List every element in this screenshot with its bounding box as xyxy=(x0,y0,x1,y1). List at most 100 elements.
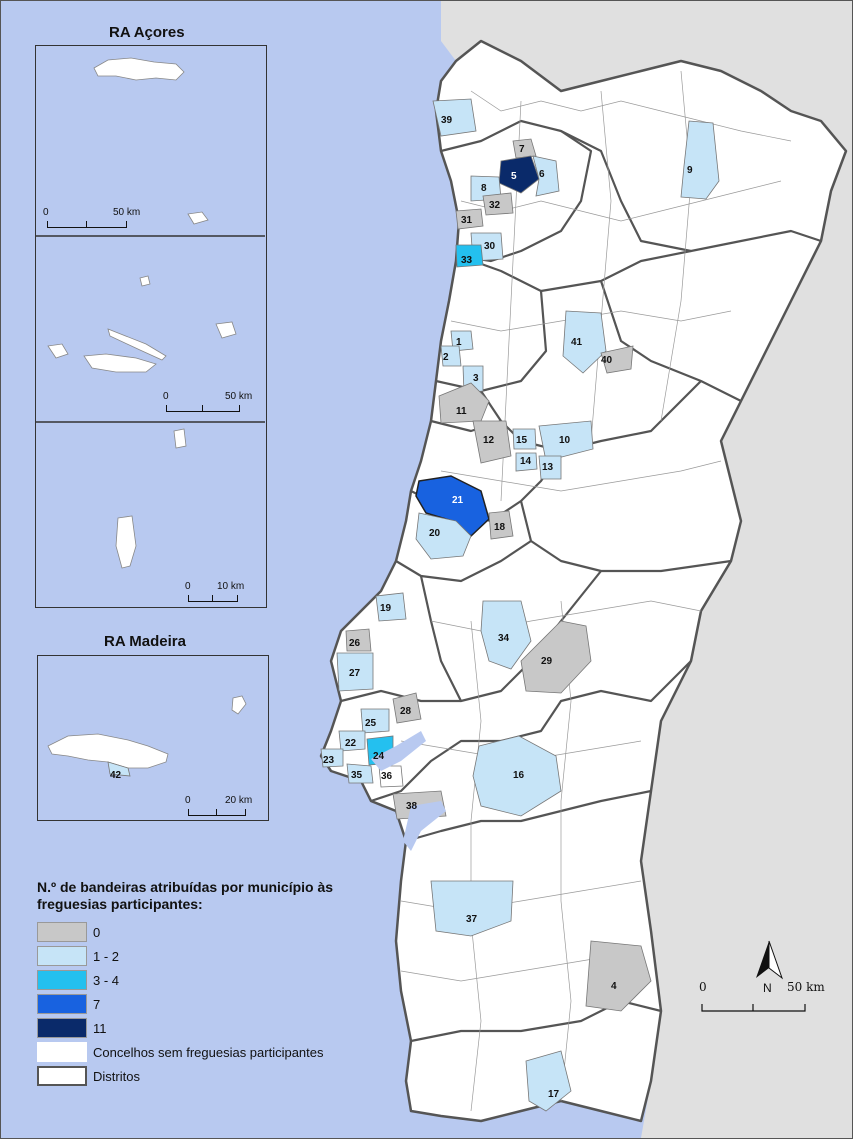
muni-10 xyxy=(538,420,594,462)
azores-title: RA Açores xyxy=(109,24,185,41)
label-40: 40 xyxy=(601,355,613,366)
label-36: 36 xyxy=(381,771,393,782)
spain-landmass xyxy=(441,1,852,1138)
label-42: 42 xyxy=(110,770,122,781)
island-faial xyxy=(47,343,69,359)
muni-27 xyxy=(336,652,374,692)
legend-swatch-5 xyxy=(37,1042,87,1062)
legend-item-2: 3 - 4 xyxy=(37,969,119,991)
label-7: 7 xyxy=(519,144,525,155)
muni-23 xyxy=(320,748,344,768)
azores-scale-1-zero: 0 xyxy=(43,207,49,218)
legend-item-5: Concelhos sem freguesias participantes xyxy=(37,1041,324,1063)
muni-31 xyxy=(455,208,484,230)
legend-label-1: 1 - 2 xyxy=(93,948,120,964)
muni-37 xyxy=(430,880,514,937)
label-14: 14 xyxy=(520,456,532,467)
legend-swatch-6 xyxy=(37,1066,87,1086)
label-25: 25 xyxy=(365,718,377,729)
legend-swatch-1 xyxy=(37,946,87,966)
island-flores xyxy=(115,515,137,569)
madeira-islands: 42 xyxy=(47,695,247,781)
madeira-title: RA Madeira xyxy=(104,633,186,650)
label-21: 21 xyxy=(452,495,464,506)
azores-inset xyxy=(35,45,267,608)
legend-label-2: 3 - 4 xyxy=(93,972,120,988)
azores-scale-3-bar xyxy=(188,595,238,602)
label-11: 11 xyxy=(456,406,467,417)
island-corvo xyxy=(173,428,187,449)
muni-33 xyxy=(455,244,484,268)
muni-29 xyxy=(520,620,592,694)
label-20: 20 xyxy=(429,528,441,539)
azores-scale-2-max: 50 km xyxy=(225,391,253,402)
muni-6 xyxy=(532,155,560,197)
madeira-scale: 0 20 km xyxy=(185,795,269,821)
muni-35 xyxy=(346,763,374,784)
label-33: 33 xyxy=(461,255,473,266)
label-19: 19 xyxy=(380,603,392,614)
muni-16 xyxy=(472,735,562,817)
azores-scale-1: 0 50 km xyxy=(43,207,140,233)
muni-20 xyxy=(415,512,472,560)
muni-22 xyxy=(338,730,366,752)
label-12: 12 xyxy=(483,435,495,446)
label-16: 16 xyxy=(513,770,525,781)
label-22: 22 xyxy=(345,738,357,749)
muni-36 xyxy=(378,765,404,788)
legend-swatch-2 xyxy=(37,970,87,990)
legend-label-3: 7 xyxy=(93,996,101,1012)
muni-40 xyxy=(600,345,634,374)
muni-14 xyxy=(515,452,538,472)
label-26: 26 xyxy=(349,638,361,649)
label-29: 29 xyxy=(541,656,553,667)
island-santa-maria xyxy=(187,211,209,225)
madeira-scale-zero: 0 xyxy=(185,795,191,806)
island-porto-santo xyxy=(231,695,247,715)
azores-scale-2-zero: 0 xyxy=(163,391,169,402)
portugal-mainland xyxy=(319,39,848,1123)
madeira-scale-bar xyxy=(188,809,246,816)
coloured-municipalities xyxy=(320,98,720,1112)
label-5: 5 xyxy=(511,171,517,182)
label-18: 18 xyxy=(494,522,506,533)
legend-item-6: Distritos xyxy=(37,1065,140,1087)
muni-25 xyxy=(360,708,390,734)
legend-label-5: Concelhos sem freguesias participantes xyxy=(93,1044,324,1060)
legend-title: N.º de bandeiras atribuídas por municípi… xyxy=(37,879,334,912)
muni-2 xyxy=(440,345,462,367)
label-31: 31 xyxy=(461,215,473,226)
azores-scale-3-max: 10 km xyxy=(217,581,245,592)
muni-11 xyxy=(438,382,490,424)
label-10: 10 xyxy=(559,435,571,446)
label-38: 38 xyxy=(406,801,418,812)
legend-label-0: 0 xyxy=(93,924,101,940)
island-pico xyxy=(83,353,157,373)
muni-4 xyxy=(585,940,652,1012)
azores-scale-2-tick xyxy=(202,405,203,411)
label-24: 24 xyxy=(373,751,385,762)
muni-18 xyxy=(488,510,514,540)
muni-17 xyxy=(525,1050,572,1112)
label-2: 2 xyxy=(443,352,449,363)
label-15: 15 xyxy=(516,435,528,446)
azores-scale-3-tick xyxy=(212,595,213,601)
muni-28 xyxy=(392,692,422,724)
island-sao-jorge xyxy=(107,328,167,361)
azores-scale-3-zero: 0 xyxy=(185,581,191,592)
legend-item-0: 0 xyxy=(37,921,100,943)
legend-label-4: 11 xyxy=(93,1020,107,1036)
label-27: 27 xyxy=(349,668,361,679)
muni-41 xyxy=(562,310,607,374)
muni-12 xyxy=(472,420,512,464)
label-39: 39 xyxy=(441,115,453,126)
label-23: 23 xyxy=(323,755,335,766)
madeira-scale-tick xyxy=(216,809,217,815)
island-madeira xyxy=(47,733,169,769)
azores-scale-3: 0 10 km xyxy=(185,581,265,607)
label-1: 1 xyxy=(456,337,462,348)
legend-item-3: 7 xyxy=(37,993,100,1015)
legend-swatch-0 xyxy=(37,922,87,942)
